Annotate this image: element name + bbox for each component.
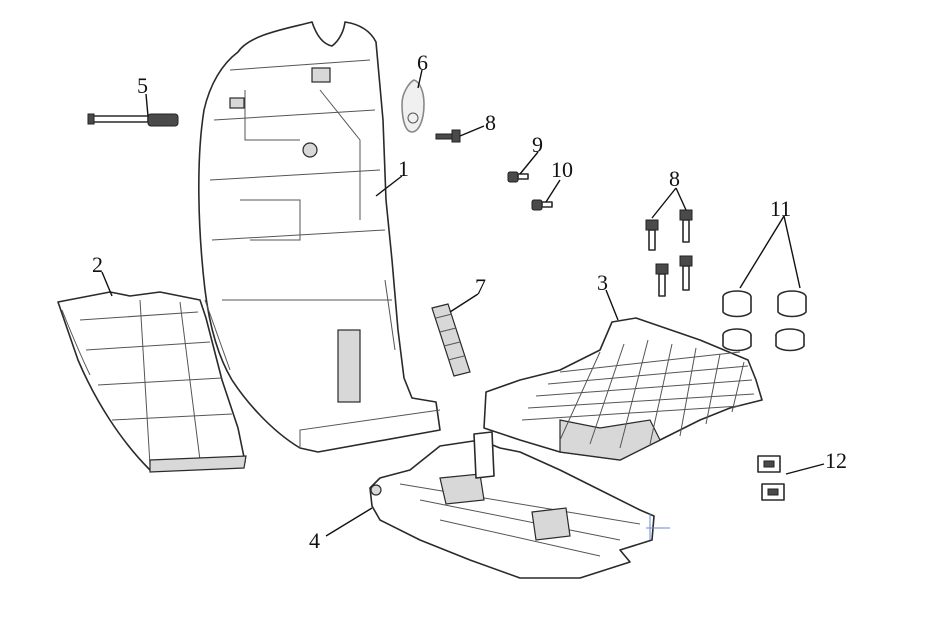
part-12-clip-nuts (757, 455, 785, 501)
part-2-pocket-panel (57, 291, 247, 473)
part-4-floor-support (369, 431, 670, 579)
leader-9 (519, 151, 539, 175)
callout-labels: 1 2 3 4 5 6 7 8 8 9 10 11 12 (92, 50, 847, 553)
callout-3: 3 (597, 270, 608, 295)
part-8-screw-small (435, 129, 461, 143)
callout-1: 1 (398, 156, 409, 181)
part-10-screw (531, 199, 553, 211)
leader-8b-left (651, 187, 677, 219)
leader-12 (785, 463, 825, 475)
leader-11-left (739, 215, 785, 289)
callout-12: 12 (825, 448, 847, 473)
leader-8a (459, 125, 485, 137)
callout-9: 9 (532, 132, 543, 157)
part-9-screw (507, 171, 529, 183)
callout-8-group: 8 (669, 166, 680, 191)
leader-lines (101, 69, 825, 537)
leader-7 (449, 293, 479, 313)
leader-4 (325, 507, 373, 537)
part-8-bolt-group (645, 209, 693, 297)
part-11-rubber-dampers (722, 290, 807, 352)
callout-8-upper: 8 (485, 110, 496, 135)
leader-1 (375, 175, 403, 197)
callout-6: 6 (417, 50, 428, 75)
callout-4: 4 (309, 528, 320, 553)
part-7-rubber-strip (431, 303, 471, 377)
callout-5: 5 (137, 73, 148, 98)
part-1-inner-panel (198, 21, 441, 453)
callout-7: 7 (475, 274, 486, 299)
leader-8b-right (675, 187, 687, 211)
callout-11: 11 (770, 196, 791, 221)
callout-10: 10 (551, 157, 573, 182)
leader-3 (605, 289, 619, 321)
part-3-floor-panel (483, 317, 763, 461)
part-5-bolt-bracket (87, 113, 179, 127)
leader-10 (545, 179, 561, 203)
part-3-grid-pattern (521, 339, 755, 449)
leader-6 (417, 69, 423, 89)
leader-5 (145, 93, 149, 117)
leader-2 (101, 271, 113, 297)
callout-2: 2 (92, 252, 103, 277)
part-6-grommet (401, 79, 425, 133)
leader-11-right (783, 215, 801, 289)
